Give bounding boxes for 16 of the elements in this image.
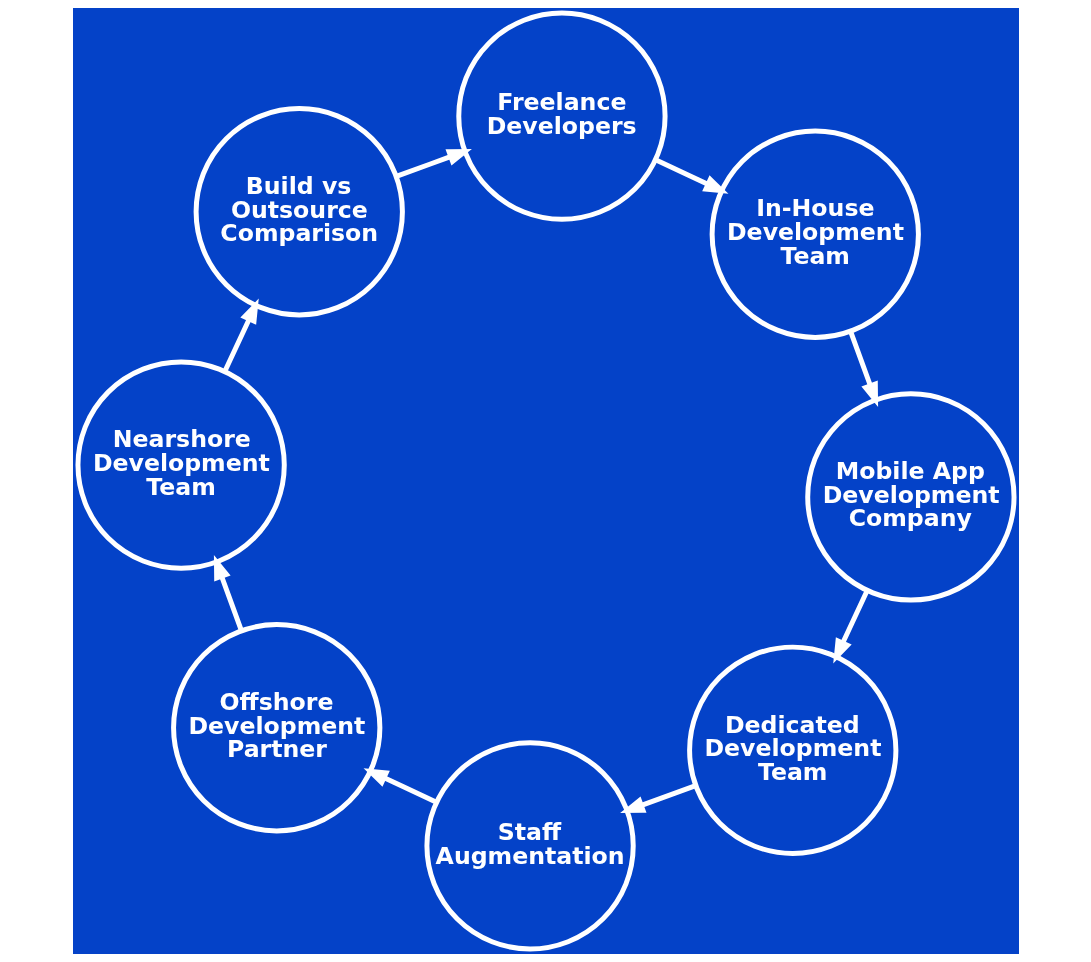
arrow — [619, 783, 697, 814]
node-circle: Nearshore Development Team — [75, 359, 287, 571]
node-circle: Staff Augmentation — [423, 740, 636, 952]
node-circle: Build vs Outsource Comparison — [193, 106, 405, 318]
arrow — [222, 298, 259, 373]
node-circle: In-House Development Team — [709, 128, 921, 340]
arrow — [847, 330, 878, 407]
node-circle: Offshore Development Partner — [170, 622, 382, 834]
arrow — [394, 148, 472, 179]
arrow — [363, 768, 437, 805]
node-circle: Freelance Developers — [455, 10, 668, 222]
arrow — [654, 157, 728, 194]
arrow — [832, 589, 869, 664]
node-circle: Mobile App Development Company — [804, 391, 1016, 603]
arrow — [213, 555, 244, 632]
node-circle: Dedicated Development Team — [686, 644, 898, 856]
